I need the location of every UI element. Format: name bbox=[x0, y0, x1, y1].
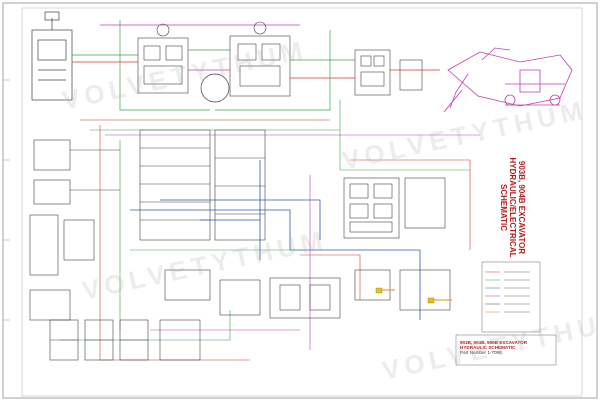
left-components bbox=[29, 139, 120, 321]
excavator-outline bbox=[443, 47, 573, 113]
title-line-3: SCHEMATIC bbox=[499, 184, 508, 231]
swing-motor bbox=[200, 73, 230, 103]
bottom-cylinders bbox=[49, 319, 201, 361]
wire-harness-magenta bbox=[105, 134, 480, 350]
drawing-frame bbox=[21, 7, 583, 397]
bottom-valve-row bbox=[164, 269, 451, 319]
footer-title-block: 903B, 904B, 906B EXCAVATOR HYDRAULIC SCH… bbox=[460, 340, 550, 356]
top-pump-block-2 bbox=[229, 21, 291, 97]
zone-markers bbox=[3, 79, 10, 321]
pilot-lines-blue bbox=[130, 160, 421, 320]
top-pump-block-1 bbox=[137, 23, 189, 94]
footer-part-number: Part Number 1-7098 bbox=[460, 350, 502, 356]
title-line-2: HYDRAULIC/ELECTRICAL bbox=[508, 157, 517, 258]
title-line-1: 903B, 904B EXCAVATOR bbox=[517, 160, 526, 255]
wire-harness-red bbox=[80, 119, 471, 361]
top-left-tank-unit bbox=[31, 11, 73, 101]
top-hydraulic-lines bbox=[72, 20, 440, 111]
right-valve-bank bbox=[343, 177, 446, 239]
bottom-orange-accents bbox=[380, 289, 452, 301]
bottom-yellow-accents bbox=[375, 287, 435, 304]
title-block-frame bbox=[455, 334, 557, 366]
footer-line-2: HYDRAULIC SCHEMATIC bbox=[460, 345, 516, 351]
legend-box bbox=[481, 261, 541, 333]
wire-harness-green bbox=[60, 100, 470, 341]
main-control-valve bbox=[139, 129, 266, 241]
footer-line-1: 903B, 904B, 906B EXCAVATOR bbox=[460, 340, 528, 345]
schematic-title: 903B, 904B EXCAVATOR HYDRAULIC/ELECTRICA… bbox=[499, 130, 526, 285]
top-valve-block bbox=[354, 49, 423, 96]
title-block-rotated: 903B, 904B EXCAVATOR HYDRAULIC/ELECTRICA… bbox=[486, 130, 526, 285]
